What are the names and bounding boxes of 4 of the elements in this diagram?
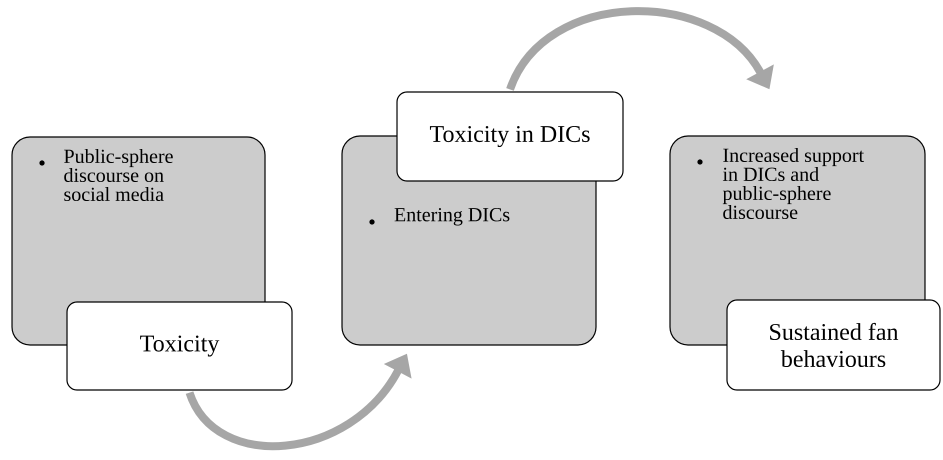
label-box: Toxicity: [66, 301, 293, 391]
label-box: Toxicity in DICs: [396, 91, 624, 182]
label-box: Sustained fan behaviours: [726, 299, 941, 391]
curved-arrow: [506, 7, 774, 92]
